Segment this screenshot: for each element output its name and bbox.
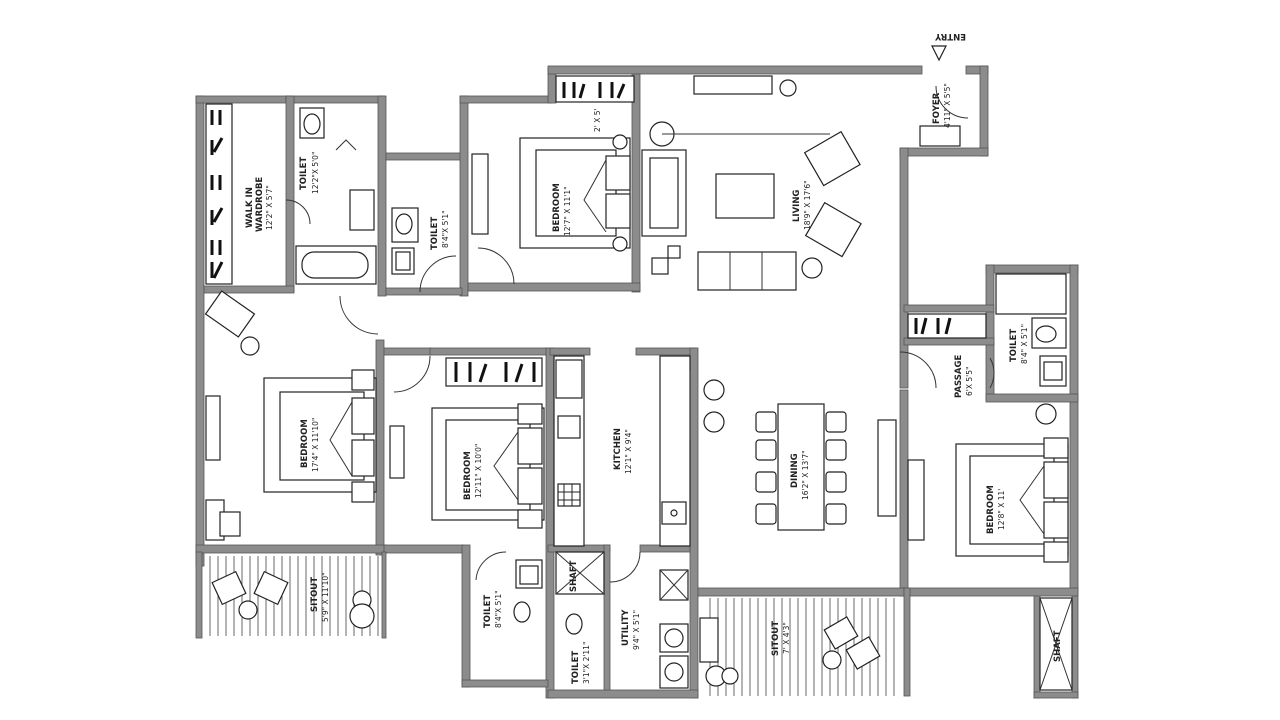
bedroom3-label: BEDROOM — [463, 451, 473, 500]
passage-dim: 6'X 5'5" — [965, 367, 974, 396]
wardrobe-small-dim: 2' X 5' — [593, 108, 602, 132]
doors — [285, 85, 995, 583]
toilet1-dim: 12'2"X 5'0" — [311, 152, 320, 194]
sitout2-label: SITOUT — [771, 621, 781, 656]
sitout1-label: SITOUT — [310, 577, 320, 612]
shaft1 — [555, 551, 605, 595]
toilet4-dim: 8'4"X 5'1" — [494, 590, 503, 628]
utility-dim: 9'4" X 5'1" — [632, 610, 641, 650]
kitchen-counters — [553, 355, 725, 547]
toilet3-dim: 8'4" X 5'1" — [1020, 324, 1029, 364]
toilet2-fixtures — [391, 207, 419, 275]
toilet5-label: TOILET — [571, 651, 581, 684]
dining-label: DINING — [790, 453, 800, 488]
sitout1-dim: 5'9" X 11'10" — [321, 572, 330, 622]
bedroom4-furniture — [907, 403, 1069, 563]
shaft2-label: SHAFT — [1053, 630, 1063, 662]
entry-marker — [931, 45, 947, 62]
foyer-dim: 4'11" X 5'5" — [943, 83, 952, 128]
living-furniture — [641, 75, 862, 291]
toilet5-fixtures — [565, 613, 583, 635]
bedroom2-dim: 17'4" X 11'10" — [311, 418, 320, 472]
toilet2-label: TOILET — [430, 217, 440, 250]
dining-table — [755, 403, 897, 531]
passage-wardrobe — [907, 313, 987, 339]
bedroom4-label: BEDROOM — [986, 485, 996, 534]
toilet1-fixtures — [295, 107, 377, 285]
toilet5-dim: 3'1"X 2'11" — [582, 642, 591, 684]
bedroom3-furniture — [431, 357, 545, 529]
living-label: LIVING — [792, 190, 802, 222]
bedroom4-dim: 12'8" X 11' — [997, 489, 1006, 530]
dining-dim: 16'2" X 13'7" — [801, 450, 810, 500]
foyer-furniture — [919, 125, 961, 147]
bedroom1-furniture — [471, 75, 635, 252]
utility-fixtures — [659, 569, 689, 689]
walls — [195, 65, 1079, 699]
bedroom1-dim: 12'7" X 11'1" — [563, 186, 572, 236]
sitout2-dim: 7' X 4'3" — [782, 622, 791, 654]
foyer-label: FOYER — [932, 92, 942, 124]
entry-label: ENTRY — [934, 31, 966, 41]
kitchen-label: KITCHEN — [613, 428, 623, 470]
living-dim: 18'9" X 17'6" — [803, 180, 812, 230]
sitout2-furniture — [699, 616, 881, 687]
walkin-label-line1: WALK IN — [245, 187, 255, 228]
walkin-wardrobe-rack — [205, 103, 233, 285]
toilet4-label: TOILET — [483, 595, 493, 628]
shaft1-label: SHAFT — [569, 560, 579, 592]
toilet2-dim: 8'4"X 5'1" — [441, 210, 450, 248]
bedroom2-label: BEDROOM — [300, 419, 310, 468]
passage-label: PASSAGE — [954, 355, 964, 398]
toilet3-fixtures — [995, 273, 1067, 387]
toilet1-label: TOILET — [299, 157, 309, 190]
utility-label: UTILITY — [621, 609, 631, 646]
walkin-label-line2: WARDROBE — [255, 177, 265, 232]
toilet3-label: TOILET — [1009, 329, 1019, 362]
bedroom2-furniture — [204, 290, 405, 541]
sitout1-furniture — [211, 570, 375, 629]
kitchen-dim: 12'1" X 9'4" — [624, 429, 633, 474]
shaft2 — [1039, 597, 1073, 691]
walkin-dim: 12'2" X 5'7" — [265, 185, 274, 230]
bedroom1-label: BEDROOM — [552, 183, 562, 232]
toilet4-fixtures — [513, 559, 543, 623]
bedroom3-dim: 12'11" X 10'0" — [474, 444, 483, 498]
